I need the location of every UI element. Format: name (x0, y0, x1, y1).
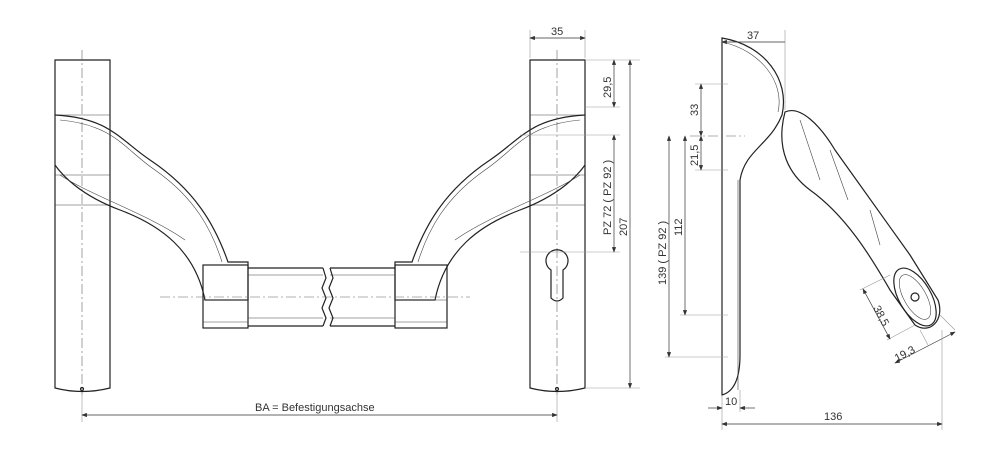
dimension-33: 33 (689, 83, 728, 137)
dimension-35: 35 (529, 26, 586, 58)
dimension-label: 112 (673, 218, 685, 236)
front-view: 35 29,5 PZ 72 ( PZ 92 ) 207 BA = Befesti… (54, 26, 640, 422)
dimension-139: 139 ( PZ 92 ) (657, 135, 728, 358)
dimension-pz: PZ 72 ( PZ 92 ) (520, 134, 620, 253)
dimension-label: 35 (551, 26, 563, 38)
side-view: 37 33 21,5 112 139 ( PZ 92 ) 38,5 (657, 30, 956, 430)
rosette-plate (721, 37, 784, 396)
dimension-label: 207 (618, 218, 630, 236)
dimension-label: BA = Befestigungsachse (255, 402, 375, 414)
dimension-37: 37 (721, 30, 786, 110)
dimension-label: 139 ( PZ 92 ) (657, 221, 669, 285)
side-handle (781, 110, 941, 329)
dimension-207: 207 (585, 59, 640, 389)
dimension-10: 10 (708, 390, 755, 430)
crossbar (160, 264, 470, 329)
dimension-29-5: 29,5 (585, 59, 640, 108)
keyhole-icon (545, 249, 569, 302)
dimension-112: 112 (673, 135, 728, 316)
dimension-21-5: 21,5 (689, 135, 728, 171)
left-plate (54, 50, 111, 395)
dimension-label: 29,5 (602, 77, 614, 98)
dimension-label: 10 (725, 396, 737, 408)
dimension-label: 21,5 (689, 145, 701, 166)
right-arm (394, 114, 586, 301)
dimension-label: 37 (747, 30, 759, 42)
dimension-136: 136 (721, 330, 943, 430)
dimension-label: 33 (689, 104, 701, 116)
dimension-label: 19,3 (893, 344, 918, 365)
right-plate (529, 50, 586, 395)
dimension-label: PZ 72 ( PZ 92 ) (602, 160, 614, 235)
dimension-label: 38,5 (870, 304, 891, 329)
dimension-label: 136 (824, 411, 842, 423)
dimension-ba: BA = Befestigungsachse (81, 392, 558, 422)
left-arm (54, 114, 249, 301)
dimension-19-3: 19,3 (893, 314, 956, 365)
